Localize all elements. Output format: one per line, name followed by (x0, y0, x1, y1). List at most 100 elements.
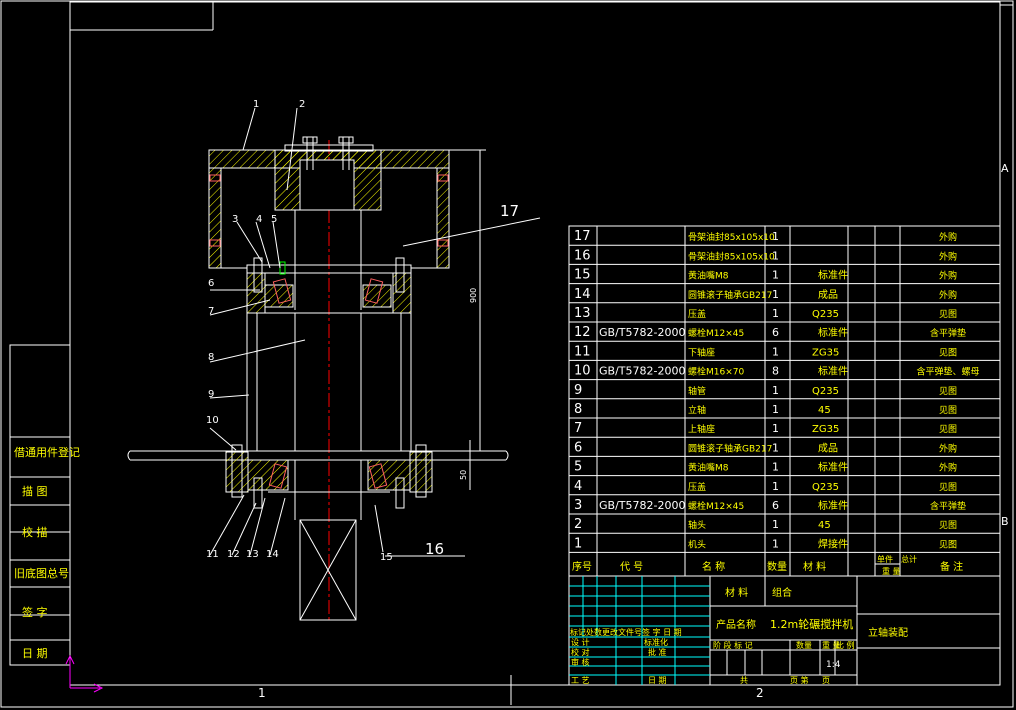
bom-cell-material: 成品 (818, 289, 838, 301)
assembly-drawing: 900 50 1 2 3 4 5 6 7 8 (127, 99, 541, 621)
bom-header-total: 总计 (901, 554, 917, 564)
bom-cell-no: 4 (574, 479, 582, 494)
bom-cell-no: 11 (574, 344, 591, 359)
bom-cell-qty: 1 (772, 422, 779, 435)
bom-cell-name: 黄油嘴M8 (688, 270, 729, 282)
bom-cell-qty: 1 (772, 518, 779, 531)
bom-cell-qty: 1 (772, 480, 779, 493)
zone-bottom-2: 2 (756, 686, 764, 700)
bom-cell-code: GB/T5782-2000 (599, 326, 685, 339)
callout-17: 17 (500, 202, 519, 220)
tb-qty-header: 数量 (796, 640, 812, 650)
bom-cell-qty: 8 (772, 365, 779, 378)
bom-header-note: 备 注 (940, 560, 963, 573)
bom-cell-code: GB/T5782-2000 (599, 365, 685, 378)
bom-table-grid (568, 225, 1001, 577)
bom-cell-note: 外购 (939, 270, 957, 282)
callout-14: 14 (266, 549, 279, 560)
bom-cell-material: ZG35 (812, 347, 839, 358)
bom-cell-name: 上轴座 (688, 423, 715, 435)
bom-header-code: 代 号 (620, 561, 643, 573)
bom-cell-note: 见图 (939, 539, 957, 550)
bom-cell-qty: 6 (772, 499, 779, 512)
callout-16: 16 (425, 540, 444, 558)
bom-cell-no: 15 (574, 268, 591, 283)
callout-11: 11 (206, 549, 219, 560)
bom-cell-note: 含平弹垫、螺母 (917, 366, 980, 378)
bom-cell-no: 9 (574, 383, 582, 398)
bom-cell-code: GB/T5782-2000 (599, 499, 685, 512)
bom-cell-note: 含平弹垫 (930, 327, 966, 339)
zone-right-a: A (1001, 162, 1009, 175)
bom-cell-qty: 6 (772, 326, 779, 339)
side-label-3: 校 描 (22, 525, 48, 539)
bom-cell-material: 45 (818, 405, 831, 416)
bom-cell-no: 13 (574, 306, 591, 321)
bom-cell-material: 标准件 (818, 462, 848, 474)
side-label-6: 日 期 (22, 647, 48, 660)
callout-9: 9 (208, 389, 214, 400)
bom-cell-name: 圆锥滚子轴承GB217 (688, 442, 772, 454)
bom-cell-note: 见图 (939, 520, 957, 531)
bom-cell-material: Q235 (812, 386, 839, 397)
ucs-axis-icon (65, 654, 104, 693)
bom-cell-no: 10 (574, 364, 591, 379)
bom-cell-no: 2 (574, 517, 582, 532)
tb-rev-row: 标记处数更改文件号签 字 日 期 (570, 627, 682, 637)
bom-cell-material: Q235 (812, 482, 839, 493)
bom-header-name: 名 称 (702, 560, 725, 573)
bom-cell-note: 含平弹垫 (930, 500, 966, 512)
bom-header-material: 材 料 (803, 560, 826, 573)
bom-cell-qty: 1 (772, 403, 779, 416)
bom-cell-no: 5 (574, 460, 582, 475)
bom-cell-qty: 1 (772, 288, 779, 301)
bom-cell-material: 标准件 (818, 327, 848, 339)
bom-cell-note: 见图 (939, 309, 957, 320)
bom-cell-qty: 1 (772, 537, 779, 550)
bom-cell-no: 14 (574, 287, 591, 302)
tb-sheet-total: 共 (740, 676, 748, 685)
tb-sheet-label: 页 第 (790, 675, 809, 685)
side-registration-strip (9, 344, 71, 666)
bom-cell-note: 见图 (939, 386, 957, 397)
bom-cell-qty: 1 (772, 441, 779, 454)
bom-cell-name: 黄油嘴M8 (688, 462, 729, 474)
callout-6: 6 (208, 278, 214, 289)
bom-header-weight: 重 量 (882, 566, 901, 576)
zone-bottom-1: 1 (258, 686, 266, 700)
tb-date: 日 期 (648, 676, 667, 685)
shaft-tube (246, 312, 412, 452)
tb-design: 设 计 (571, 637, 590, 647)
bom-cell-material: 焊接件 (818, 537, 848, 550)
bom-cell-material: 标准件 (818, 366, 848, 378)
tb-scale-header: 比 例 (836, 640, 855, 650)
tb-sheet-end: 页 (822, 676, 830, 685)
tb-stage-header: 阶 段 标 记 (713, 640, 753, 650)
bom-header-qty: 数量 (767, 560, 787, 573)
bom-cell-note: 外购 (939, 231, 957, 243)
shaft-upper (294, 210, 362, 310)
bom-cell-no: 7 (574, 421, 582, 436)
callout-2: 2 (299, 99, 305, 110)
side-label-4: 旧底图总号 (14, 566, 69, 580)
bom-cell-no: 3 (574, 498, 582, 513)
upper-bearing-seat (246, 257, 412, 314)
bom-cell-name: 压盖 (688, 308, 706, 320)
bom-cell-name: 螺栓M16×70 (688, 366, 744, 378)
bom-cell-qty: 1 (772, 307, 779, 320)
bom-cell-material: Q235 (812, 309, 839, 320)
tb-check: 校 对 (571, 647, 590, 657)
zone-right-b: B (1001, 515, 1009, 528)
tb-material-label: 材 料 (725, 586, 748, 599)
bom-cell-name: 轴管 (688, 385, 706, 397)
title-block-grid (568, 575, 1001, 686)
bom-cell-no: 6 (574, 440, 582, 455)
tb-weight-header: 重 量 (822, 640, 841, 650)
callout-3: 3 (232, 214, 238, 225)
bom-cell-qty: 1 (772, 384, 779, 397)
lower-bearing-seat (225, 444, 433, 520)
tb-approve: 批 准 (648, 647, 667, 657)
callout-5: 5 (271, 214, 277, 225)
